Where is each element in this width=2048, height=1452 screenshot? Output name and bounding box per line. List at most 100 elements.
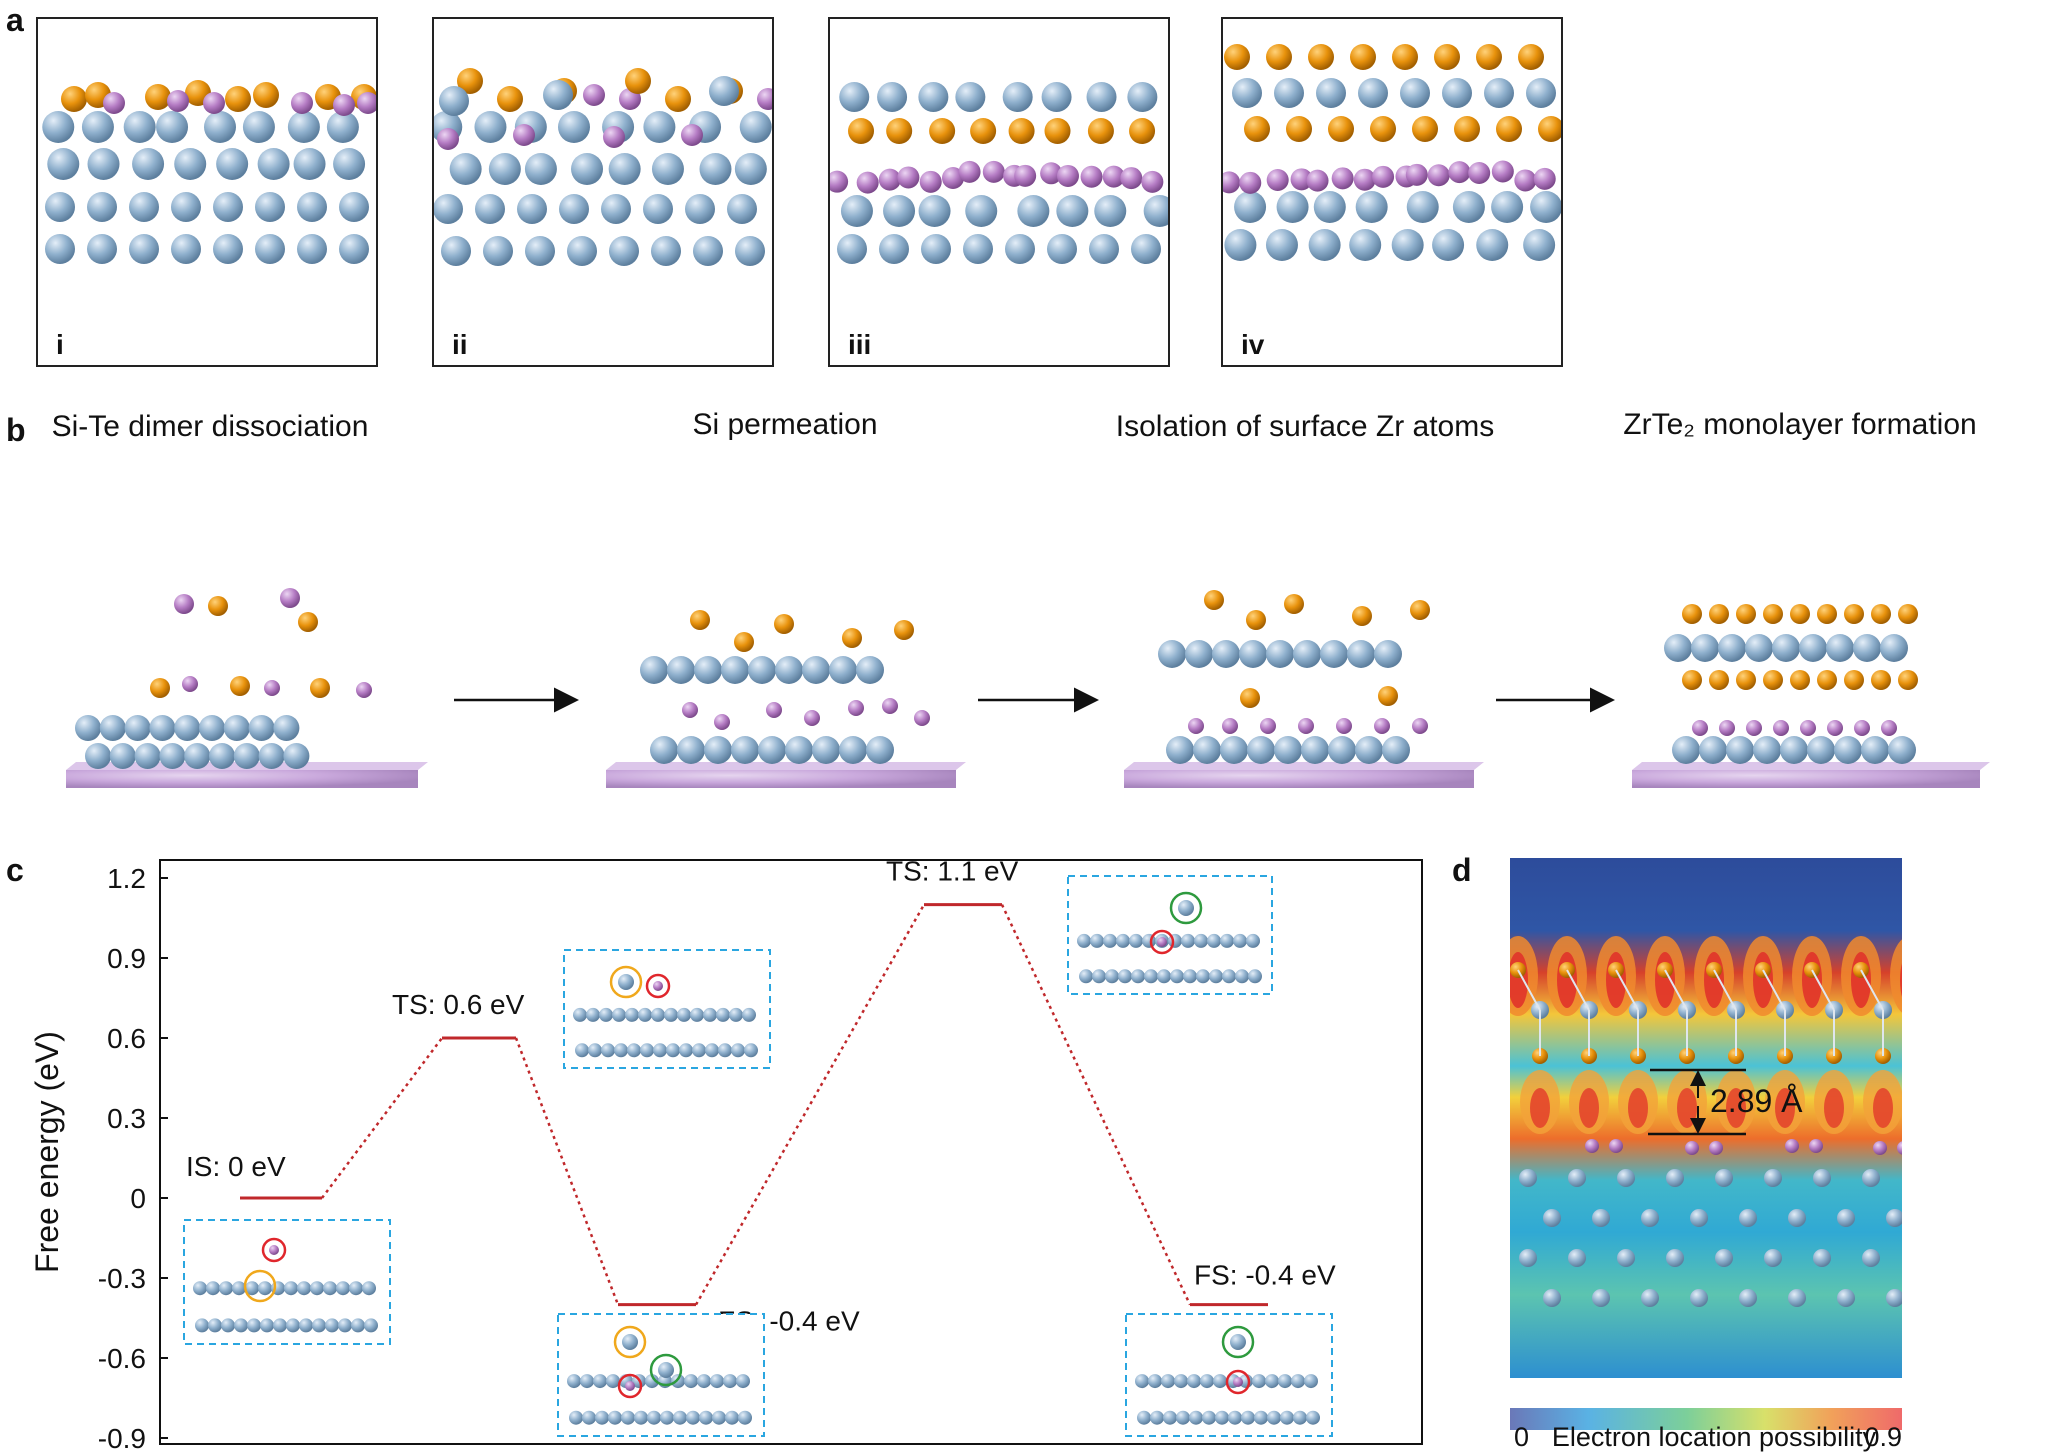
si-atom (1514, 169, 1537, 192)
zr-atom (718, 1043, 732, 1058)
zr-atom (595, 1410, 609, 1425)
zr-atom (883, 195, 916, 227)
zr-atom (606, 1374, 620, 1389)
zr-atom (712, 1410, 726, 1425)
zr-atom (1090, 933, 1104, 948)
zr-atom (651, 153, 684, 185)
zr-atom (1150, 1410, 1164, 1425)
zr-atom (735, 236, 765, 266)
te-atom (1378, 686, 1398, 706)
zr-atom (87, 148, 120, 180)
si-atom (1120, 167, 1143, 190)
zr-atom (866, 736, 894, 764)
zr-atom (1200, 1374, 1214, 1389)
te-atom (1246, 610, 1266, 630)
zr-atom (963, 234, 993, 264)
marked-atom (1178, 900, 1194, 916)
zr-atom (193, 1281, 207, 1296)
zr-atom (879, 234, 909, 264)
zr-atom (1189, 1410, 1203, 1425)
si-atom (804, 710, 820, 726)
te-atom (1898, 604, 1918, 624)
zr-atom (134, 743, 161, 769)
zr-atom (608, 153, 641, 185)
si-atom (1468, 162, 1491, 185)
zr-atom (258, 1281, 272, 1296)
te-atom (894, 620, 914, 640)
te-atom (1763, 670, 1783, 690)
green-marker-circle (1169, 891, 1203, 925)
zr-atom (785, 736, 813, 764)
te-atom (1129, 118, 1156, 144)
y-tick-label: 0 (130, 1183, 146, 1214)
zr-atom (1617, 1249, 1635, 1267)
si-atom (1290, 168, 1313, 191)
zr-atom (625, 1007, 639, 1022)
zr-atom (223, 715, 250, 741)
zr-atom (812, 736, 840, 764)
zr-atom (339, 234, 369, 264)
te-atom (1682, 670, 1702, 690)
zr-atom (349, 1281, 363, 1296)
zr-atom (673, 1410, 687, 1425)
zr-atom (1888, 736, 1916, 764)
zr-atom (1923, 1001, 1941, 1019)
te-atom (150, 678, 170, 698)
te-atom (1008, 118, 1035, 144)
zr-atom (216, 148, 249, 180)
zr-atom (721, 656, 749, 684)
si-atom (1533, 167, 1556, 190)
zr-atom (441, 236, 471, 266)
te-atom (457, 68, 483, 94)
zr-atom (664, 1007, 678, 1022)
zr-atom (1347, 640, 1375, 668)
zr-atom (1519, 1249, 1537, 1267)
te-atom (1476, 44, 1502, 70)
si-atom (682, 702, 698, 718)
te-atom (1709, 604, 1729, 624)
zr-atom (364, 1318, 378, 1333)
zr-atom (1220, 933, 1234, 948)
zr-atom (1163, 1410, 1177, 1425)
zr-atom (1355, 191, 1388, 223)
si-atom (1374, 718, 1390, 734)
si-atom (167, 90, 189, 112)
te-atom (208, 596, 228, 616)
zr-atom (1349, 229, 1382, 261)
zr-atom (736, 1374, 750, 1389)
zr-atom (475, 194, 505, 224)
te-atom (1496, 116, 1522, 142)
zr-atom (671, 1374, 685, 1389)
si-atom (1080, 165, 1103, 188)
zr-atom (159, 743, 186, 769)
te-atom (774, 614, 794, 634)
zr-atom (1181, 933, 1195, 948)
si-atom (1709, 1141, 1723, 1155)
zr-atom (684, 1374, 698, 1389)
zr-atom (245, 1281, 259, 1296)
si-atom (914, 710, 930, 726)
zr-atom (1666, 1169, 1684, 1187)
zr-atom (1183, 969, 1197, 984)
si-atom (1306, 169, 1329, 192)
zr-atom (234, 1318, 248, 1333)
te-atom (1844, 604, 1864, 624)
zr-atom (1526, 78, 1556, 108)
zr-atom (593, 1374, 607, 1389)
snapshot-label-4: iv (1241, 329, 1265, 360)
zr-atom (1092, 969, 1106, 984)
te-atom (1736, 604, 1756, 624)
te-atom (1763, 604, 1783, 624)
zr-atom (729, 1007, 743, 1022)
zr-atom (1278, 1374, 1292, 1389)
zr-atom (1274, 78, 1304, 108)
zr-atom (609, 236, 639, 266)
zr-atom (608, 1410, 622, 1425)
si-atom (1014, 164, 1037, 187)
colorbar-min-label: 0 (1514, 1422, 1529, 1452)
zr-atom (1911, 1169, 1929, 1187)
si-atom (1785, 1139, 1799, 1153)
zr-atom (299, 1318, 313, 1333)
zr-atom (567, 236, 597, 266)
zr-atom (1543, 1289, 1561, 1307)
